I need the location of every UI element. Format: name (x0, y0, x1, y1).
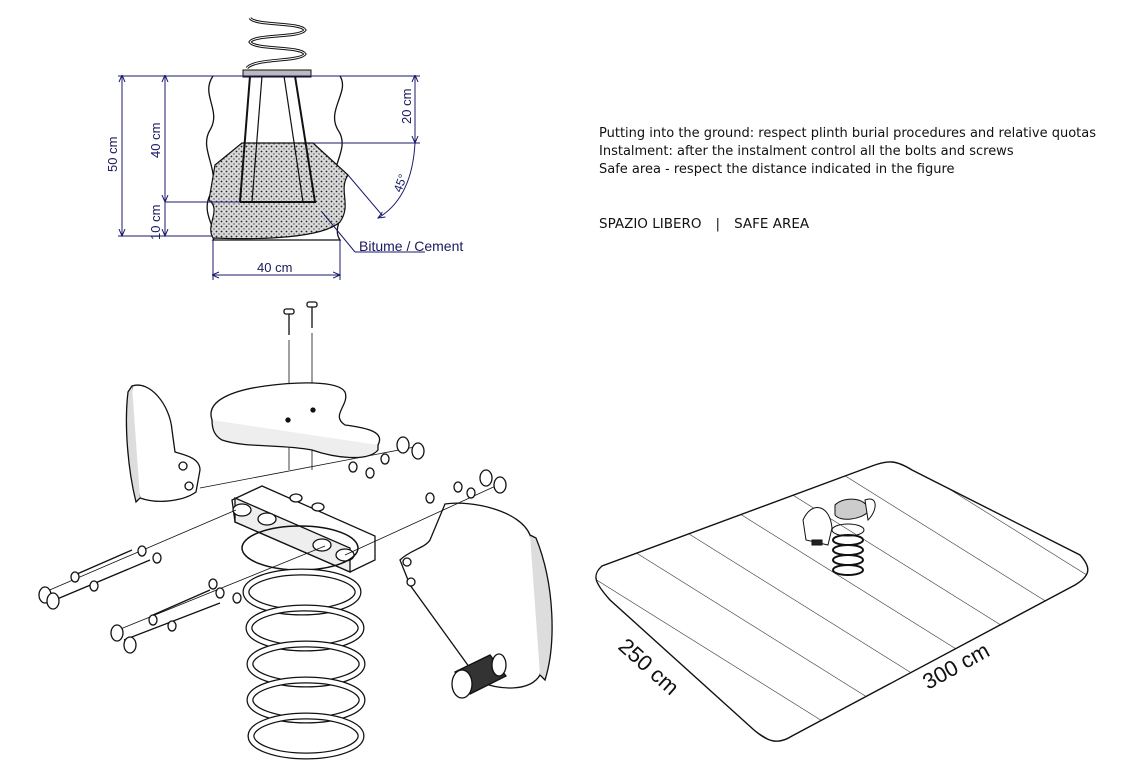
note-ground: Putting into the ground: respect plinth … (599, 126, 1096, 141)
dim-angle-label: 45° (391, 172, 410, 194)
left-bolts (38, 509, 326, 654)
spring (241, 525, 366, 760)
safe-area-title: SPAZIO LIBERO | SAFE AREA (599, 216, 809, 232)
note-safe-area: Safe area - respect the distance indicat… (599, 162, 955, 177)
dim-bottom-label: 10 cm (148, 205, 163, 240)
dim-width-label: 40 cm (257, 260, 292, 275)
handle-grip (451, 653, 507, 699)
material-label: Bitume / Cement (359, 238, 463, 254)
right-side-plate (399, 502, 553, 689)
safe-area-title-separator: | (715, 216, 721, 232)
safe-area-title-en: SAFE AREA (734, 216, 810, 232)
safe-area-title-it: SPAZIO LIBERO (599, 216, 702, 232)
dim-total-label: 50 cm (105, 137, 120, 172)
dim-concrete-label: 40 cm (148, 123, 163, 158)
central-block (231, 485, 376, 573)
exploded-assembly (38, 301, 553, 760)
right-nuts (199, 436, 507, 590)
dim-top-label: 20 cm (399, 89, 414, 124)
foundation-dimensions (118, 76, 425, 280)
foundation-section (205, 16, 349, 241)
left-handle-plate (125, 384, 201, 504)
safe-area-diagram (595, 461, 1089, 742)
safe-area-rider (802, 498, 876, 576)
seat (210, 382, 381, 459)
note-instalment: Instalment: after the instalment control… (599, 144, 1014, 159)
